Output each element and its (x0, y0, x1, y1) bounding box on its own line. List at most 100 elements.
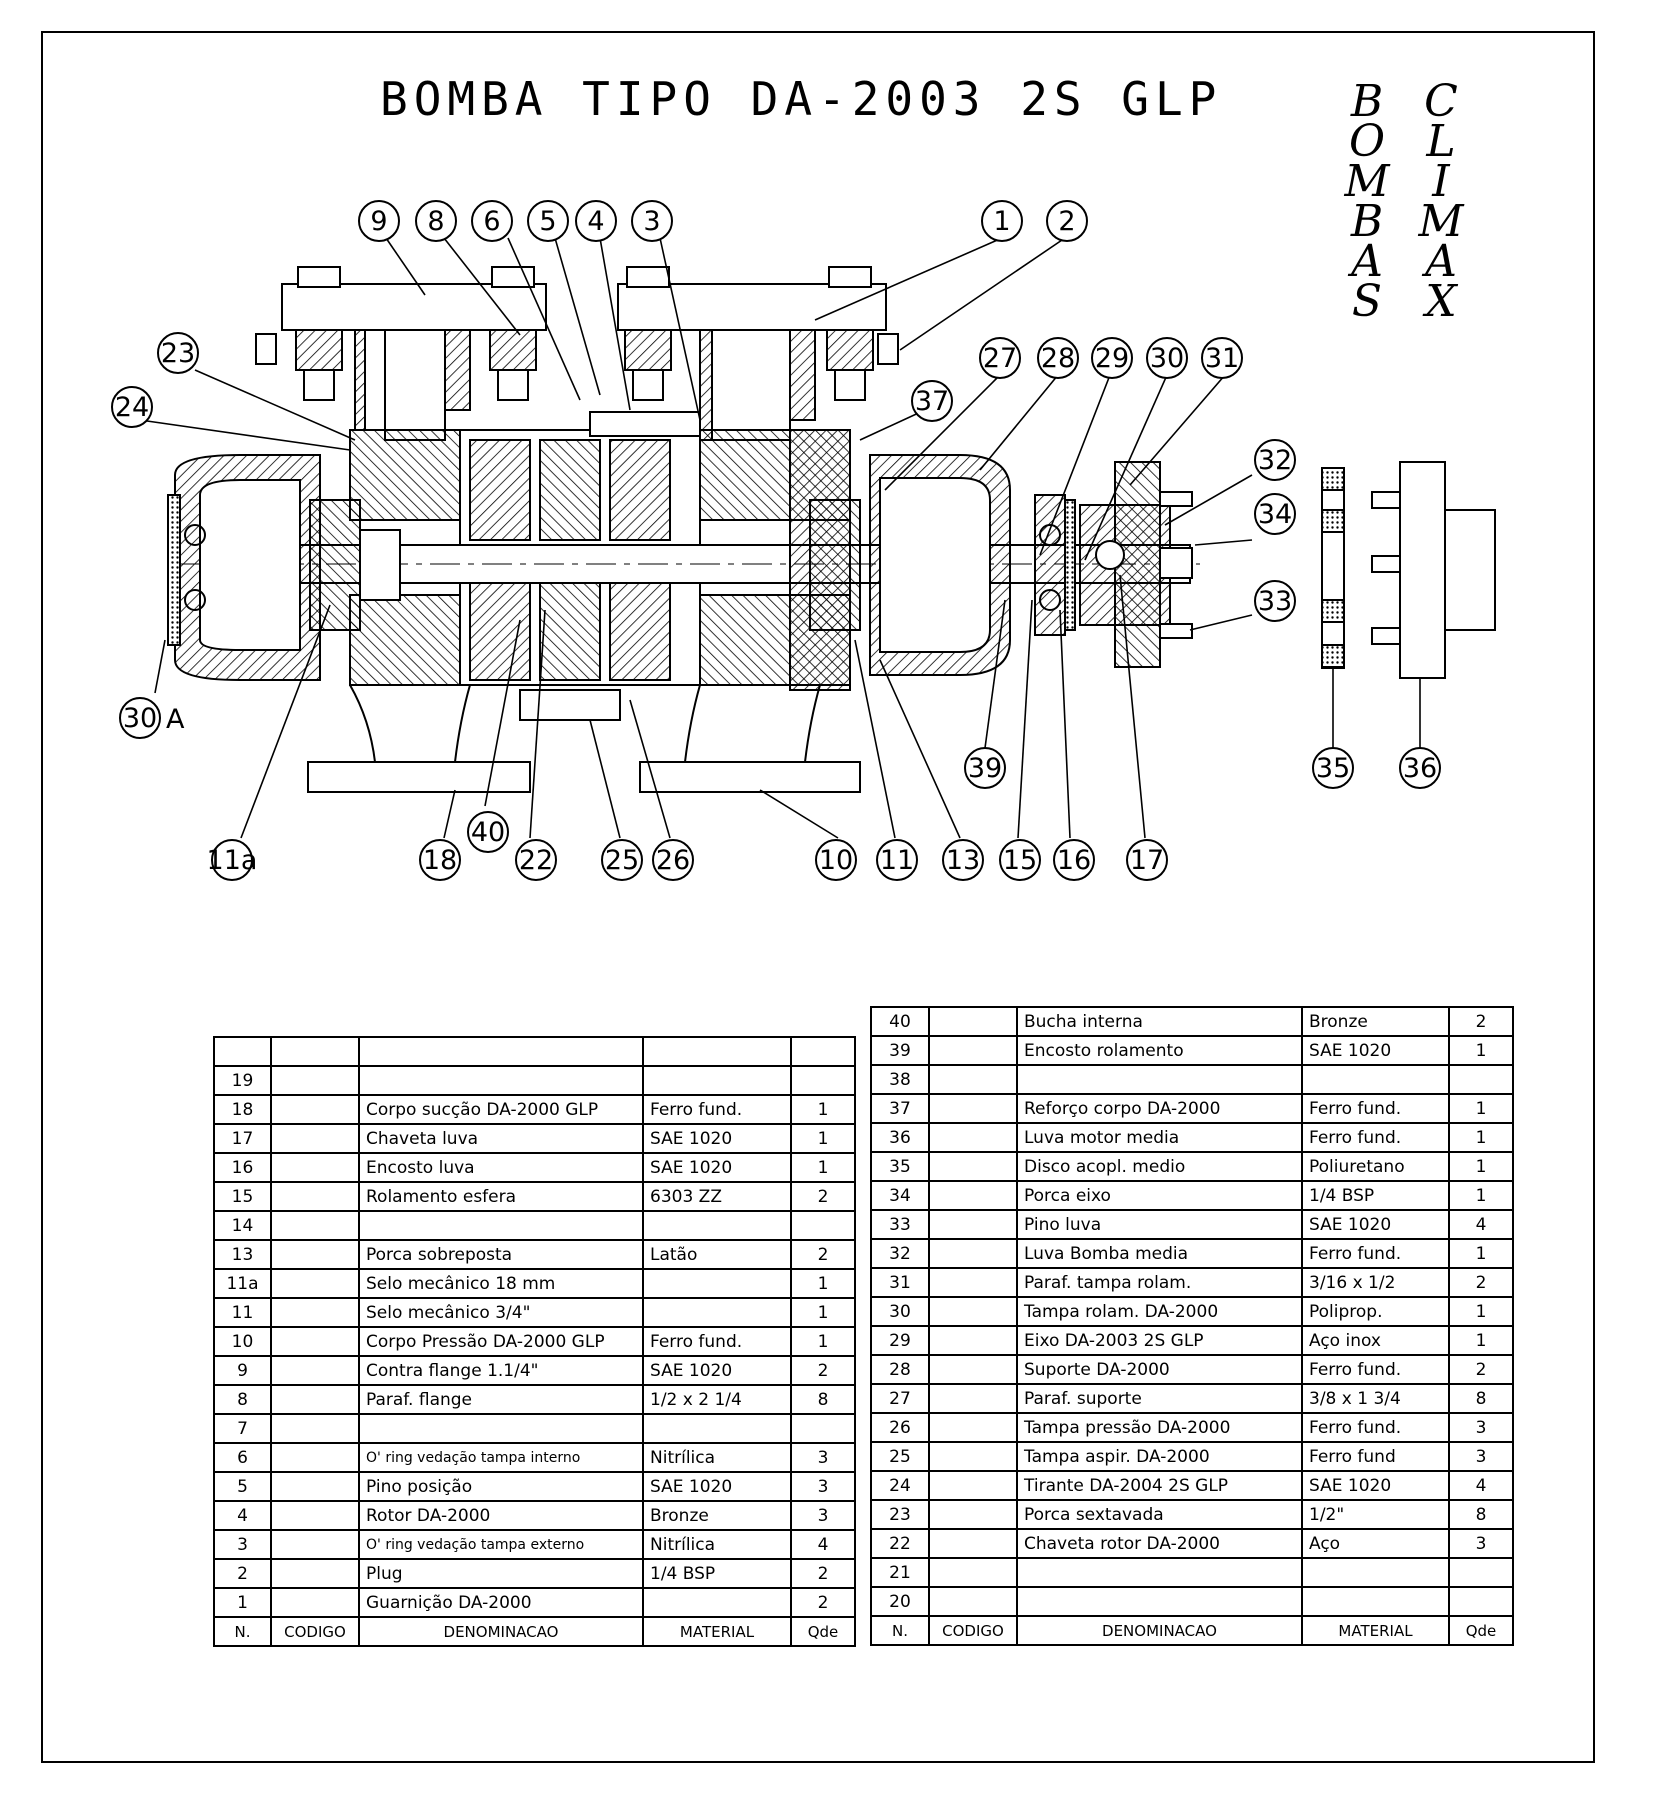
part-qty-cell: 1 (790, 1326, 856, 1357)
callout-circle (652, 839, 694, 881)
callout-label: 39 (968, 753, 1002, 784)
part-name-cell: Rotor DA-2000 (358, 1500, 644, 1531)
part-material-cell (1301, 1557, 1450, 1588)
header-denominacao: DENOMINACAO (358, 1616, 644, 1647)
callout-circle (157, 332, 199, 374)
part-number-cell: 40 (870, 1006, 930, 1037)
callout-label: 18 (423, 845, 457, 876)
part-name-cell: Encosto luva (358, 1152, 644, 1183)
part-qty-cell: 1 (790, 1152, 856, 1183)
part-code-cell (928, 1528, 1018, 1559)
part-number-cell: 21 (870, 1557, 930, 1588)
table-row: 7 (213, 1413, 856, 1444)
part-qty-cell: 1 (790, 1297, 856, 1328)
callout-circle (1091, 337, 1133, 379)
part-material-cell: Bronze (1301, 1006, 1450, 1037)
part-number-cell: 27 (870, 1383, 930, 1414)
callout-circle (979, 337, 1021, 379)
callout-circle (211, 839, 253, 881)
callout-circle (631, 200, 673, 242)
callout-circle (515, 839, 557, 881)
part-code-cell (928, 1412, 1018, 1443)
part-qty-cell (1448, 1064, 1514, 1095)
part-name-cell: Bucha interna (1016, 1006, 1303, 1037)
callout-circle (1254, 493, 1296, 535)
part-code-cell (928, 1470, 1018, 1501)
part-name-cell (1016, 1064, 1303, 1095)
header-n: N. (213, 1616, 272, 1647)
callout-label: 5 (539, 206, 556, 237)
callout-label: 3 (643, 206, 660, 237)
part-code-cell (928, 1499, 1018, 1530)
part-code-cell (928, 1093, 1018, 1124)
part-material-cell: Ferro fund. (1301, 1093, 1450, 1124)
part-name-cell: Pino luva (1016, 1209, 1303, 1240)
brand-letter: C (1424, 76, 1458, 127)
callout-label: 13 (946, 845, 980, 876)
part-number-cell: 36 (870, 1122, 930, 1153)
table-row: 21 (870, 1557, 1514, 1588)
part-number-cell: 34 (870, 1180, 930, 1211)
part-code-cell (270, 1181, 360, 1212)
part-material-cell (642, 1268, 792, 1299)
part-number-cell: 33 (870, 1209, 930, 1240)
part-qty-cell (1448, 1586, 1514, 1617)
part-qty-cell: 1 (790, 1268, 856, 1299)
part-material-cell: SAE 1020 (1301, 1209, 1450, 1240)
part-name-cell: Porca eixo (1016, 1180, 1303, 1211)
part-code-cell (270, 1297, 360, 1328)
part-material-cell: Ferro fund. (642, 1326, 792, 1357)
callout-label: 1 (993, 206, 1010, 237)
part-material-cell: SAE 1020 (1301, 1470, 1450, 1501)
part-number-cell: 25 (870, 1441, 930, 1472)
table-header-row: N. CODIGO DENOMINACAO MATERIAL Qde (870, 1615, 1514, 1646)
header-denominacao: DENOMINACAO (1016, 1615, 1303, 1646)
part-name-cell: Tampa aspir. DA-2000 (1016, 1441, 1303, 1472)
brand-letter: M (1418, 196, 1464, 247)
brand-letter: B (1350, 196, 1384, 247)
part-qty-cell: 8 (790, 1384, 856, 1415)
part-name-cell: Tampa rolam. DA-2000 (1016, 1296, 1303, 1327)
part-code-cell (270, 1268, 360, 1299)
part-material-cell: Aço (1301, 1528, 1450, 1559)
callout-circle (1399, 747, 1441, 789)
part-material-cell (1301, 1064, 1450, 1095)
part-material-cell: Ferro fund. (642, 1094, 792, 1125)
part-material-cell: 1/2 x 2 1/4 (642, 1384, 792, 1415)
part-material-cell: Poliuretano (1301, 1151, 1450, 1182)
part-name-cell: Porca sextavada (1016, 1499, 1303, 1530)
part-number-cell: 5 (213, 1471, 272, 1502)
callout-label: 26 (656, 845, 690, 876)
part-number-cell: 23 (870, 1499, 930, 1530)
callout-label: 29 (1095, 343, 1129, 374)
part-material-cell: 1/4 BSP (1301, 1180, 1450, 1211)
part-number-cell: 10 (213, 1326, 272, 1357)
part-material-cell: Ferro fund. (1301, 1122, 1450, 1153)
callout-circle (527, 200, 569, 242)
part-number-cell: 29 (870, 1325, 930, 1356)
callout-circle (471, 200, 513, 242)
part-code-cell (270, 1529, 360, 1560)
part-code-cell (270, 1239, 360, 1270)
part-number-cell: 3 (213, 1529, 272, 1560)
part-number-cell: 15 (213, 1181, 272, 1212)
part-number-cell: 37 (870, 1093, 930, 1124)
table-row: 38 (870, 1064, 1514, 1095)
callout-label: 2 (1058, 206, 1075, 237)
part-number-cell: 31 (870, 1267, 930, 1298)
header-codigo: CODIGO (928, 1615, 1018, 1646)
part-name-cell: Contra flange 1.1/4" (358, 1355, 644, 1386)
part-code-cell (928, 1383, 1018, 1414)
part-number-cell: 18 (213, 1094, 272, 1125)
